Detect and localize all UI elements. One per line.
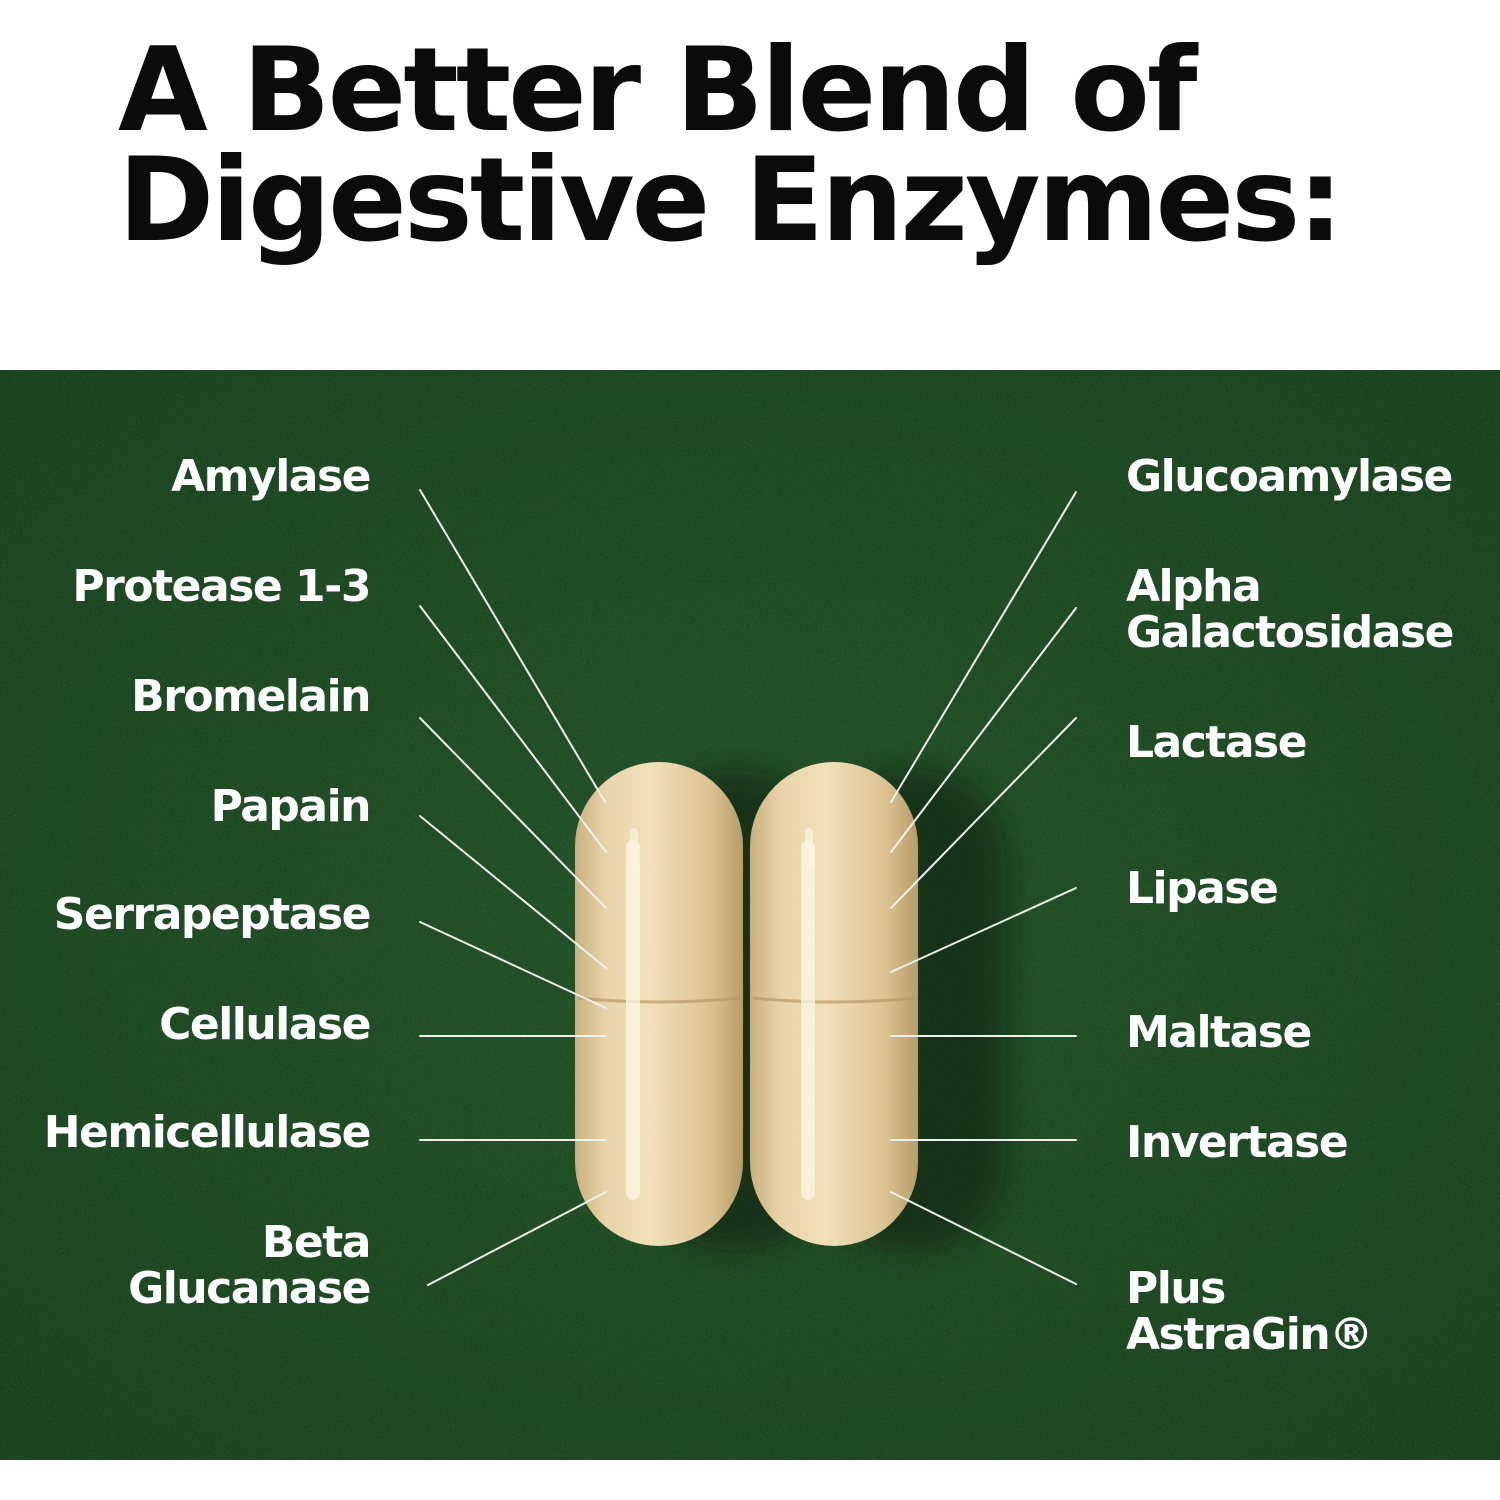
enzyme-label-right: Lactase [1126, 717, 1308, 768]
enzyme-label-right: Maltase [1126, 1007, 1312, 1058]
enzyme-name: Lipase [1126, 863, 1279, 914]
enzyme-label-left: Protease 1-3 [72, 561, 371, 612]
enzyme-label-left: Bromelain [131, 671, 371, 722]
enzyme-name: Beta [261, 1217, 372, 1268]
leader-line [419, 489, 606, 803]
leader-line [419, 605, 607, 853]
enzyme-name: Hemicellulase [43, 1107, 372, 1158]
leader-lines [419, 489, 1077, 1286]
enzyme-label-right: Invertase [1126, 1117, 1349, 1168]
leader-line [890, 717, 1077, 909]
enzyme-label-right: Alpha Galactosidase [1126, 561, 1454, 658]
leader-line [890, 607, 1077, 853]
enzyme-name: Serrapeptase [53, 889, 372, 940]
leader-line [419, 717, 607, 909]
enzyme-name: Amylase [171, 451, 371, 502]
leader-line [427, 1191, 607, 1286]
leader-line [419, 815, 607, 969]
leader-line [890, 491, 1077, 803]
enzyme-name: Alpha [1126, 561, 1262, 612]
enzyme-name: Maltase [1126, 1007, 1312, 1058]
headline-line-2: Digestive Enzymes: [118, 133, 1344, 268]
bottom-margin [0, 1460, 1500, 1500]
enzyme-label-right: Lipase [1126, 863, 1279, 914]
enzyme-name: Glucanase [128, 1263, 371, 1314]
enzyme-label-left: Beta Glucanase [128, 1217, 372, 1314]
capsule-right [750, 762, 918, 1246]
enzyme-name: Bromelain [131, 671, 371, 722]
leader-line [890, 1191, 1077, 1285]
capsules-illustration [575, 762, 1005, 1250]
enzyme-name: Lactase [1126, 717, 1308, 768]
enzyme-label-right: Glucoamylase [1126, 451, 1453, 502]
enzyme-label-left: Hemicellulase [43, 1107, 372, 1158]
headline: A Better Blend of Digestive Enzymes: [118, 23, 1344, 268]
enzyme-label-left: Papain [210, 781, 372, 832]
enzyme-name: Plus [1126, 1263, 1226, 1314]
enzyme-name: AstraGin® [1126, 1309, 1373, 1360]
enzyme-name: Papain [210, 781, 372, 832]
enzyme-name: Cellulase [159, 999, 371, 1050]
leader-line [890, 887, 1077, 973]
enzyme-name: Galactosidase [1126, 607, 1454, 658]
enzyme-label-left: Cellulase [159, 999, 371, 1050]
enzyme-name: Glucoamylase [1126, 451, 1453, 502]
enzyme-label-left: Serrapeptase [53, 889, 372, 940]
capsule-left [575, 762, 743, 1246]
enzyme-panel: Amylase Protease 1-3 Bromelain Papain Se… [0, 370, 1500, 1460]
enzyme-label-right: Plus AstraGin® [1126, 1263, 1373, 1360]
enzyme-name: Protease 1-3 [72, 561, 371, 612]
headline-line-1: A Better Blend of [118, 23, 1197, 158]
leader-line [419, 921, 607, 1009]
enzyme-name: Invertase [1126, 1117, 1349, 1168]
enzyme-label-left: Amylase [171, 451, 371, 502]
